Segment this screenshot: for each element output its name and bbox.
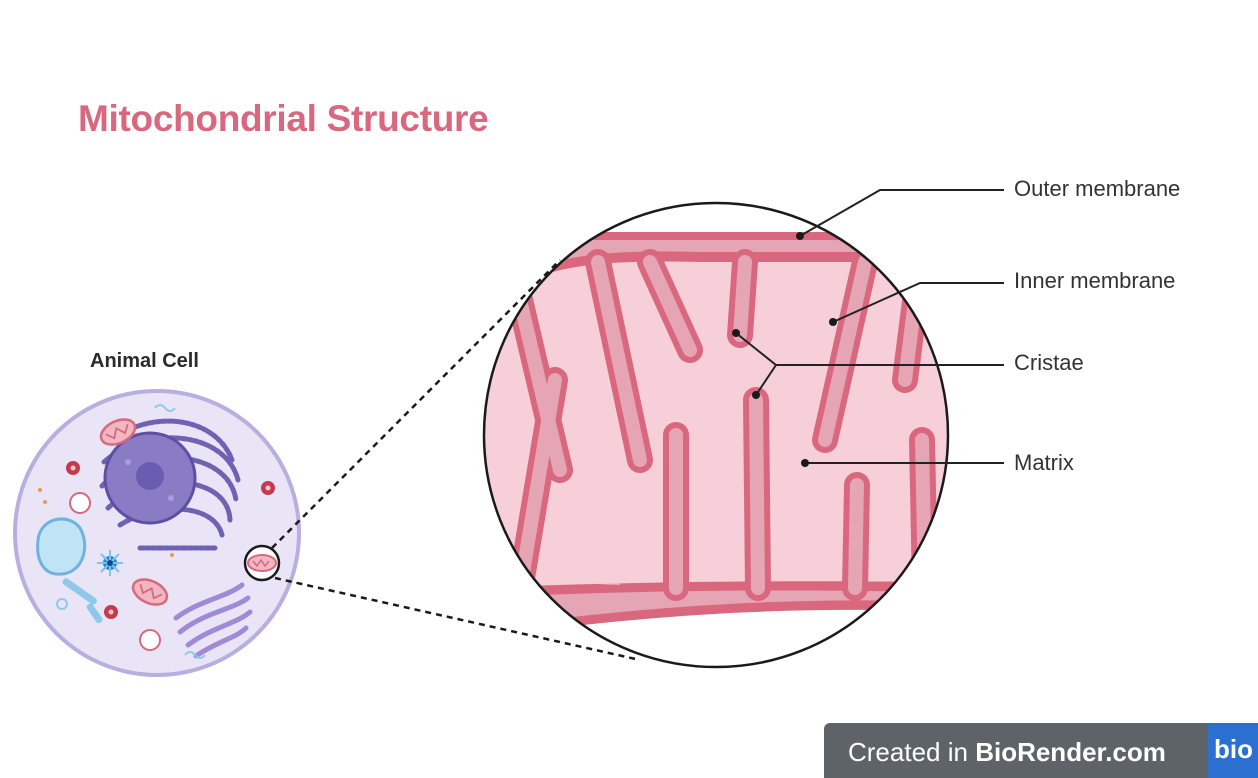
biorender-logo-icon: bio — [1208, 723, 1258, 778]
biorender-badge[interactable]: Created in BioRender.com bio — [824, 723, 1258, 778]
badge-text: Created in BioRender.com — [848, 737, 1166, 768]
badge-logo-text: bio — [1214, 734, 1253, 765]
animal-cell-illustration — [15, 391, 299, 675]
highlight-circle — [245, 546, 279, 580]
vacuole — [38, 519, 85, 574]
animal-cell-label: Animal Cell — [90, 350, 199, 373]
badge-brand: BioRender.com — [975, 737, 1166, 767]
mitochondrion-zoom — [470, 190, 970, 690]
nucleolus — [136, 462, 164, 490]
vesicle — [70, 493, 90, 513]
outer-membrane-label: Outer membrane — [1014, 176, 1180, 202]
cristae-label: Cristae — [1014, 350, 1084, 376]
badge-prefix: Created in — [848, 737, 975, 767]
matrix-label: Matrix — [1014, 450, 1074, 476]
vesicle — [140, 630, 160, 650]
nucleus — [105, 433, 195, 523]
inner-membrane-label: Inner membrane — [1014, 268, 1175, 294]
